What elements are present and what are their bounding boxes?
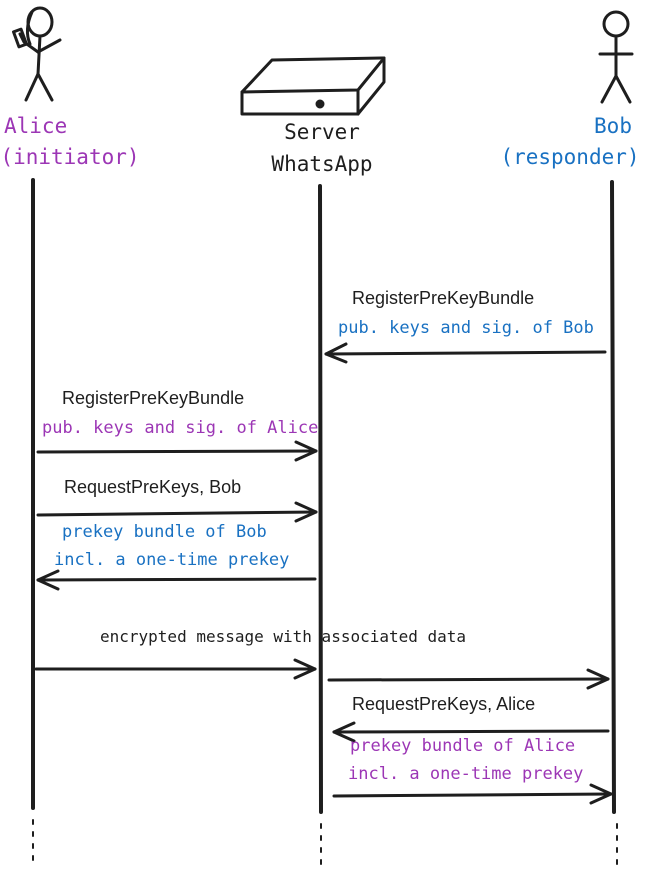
bob-lifeline	[610, 180, 616, 814]
arrow-bob-request	[332, 721, 610, 743]
bob-bundle-line1: prekey bundle of Bob	[62, 522, 267, 542]
server-name: Server	[284, 120, 360, 144]
bob-figure-icon	[598, 10, 634, 104]
alice-register-detail: pub. keys and sig. of Alice	[42, 418, 319, 438]
arrow-encrypted-to-bob	[327, 668, 610, 690]
alice-bundle-line2: incl. a one-time prekey	[348, 764, 584, 784]
alice-register-label: RegisterPreKeyBundle	[62, 388, 245, 408]
alice-role: (initiator)	[0, 145, 140, 169]
arrow-bob-register	[324, 342, 607, 364]
arrow-alice-register	[36, 440, 318, 462]
bob-bundle-line2: incl. a one-time prekey	[54, 550, 290, 570]
bob-register-label: RegisterPreKeyBundle	[352, 288, 535, 308]
server-role: WhatsApp	[271, 152, 373, 176]
server-lifeline	[318, 184, 323, 814]
bob-name: Bob	[594, 114, 632, 138]
bob-role: (responder)	[500, 145, 640, 169]
alice-request-label: RequestPreKeys, Bob	[64, 477, 242, 497]
alice-bundle-line1: prekey bundle of Alice	[350, 736, 576, 756]
bob-request-label: RequestPreKeys, Alice	[352, 694, 536, 714]
bob-register-detail: pub. keys and sig. of Bob	[338, 318, 594, 338]
arrow-bob-bundle	[36, 569, 317, 591]
arrow-alice-request	[36, 501, 318, 523]
alice-name: Alice	[4, 114, 68, 138]
arrow-encrypted-to-server	[34, 658, 317, 680]
server-box-icon	[240, 56, 386, 116]
alice-figure-icon	[12, 6, 62, 102]
arrow-alice-bundle	[332, 783, 613, 805]
encrypted-message-label: encrypted message with associated data	[100, 627, 467, 646]
